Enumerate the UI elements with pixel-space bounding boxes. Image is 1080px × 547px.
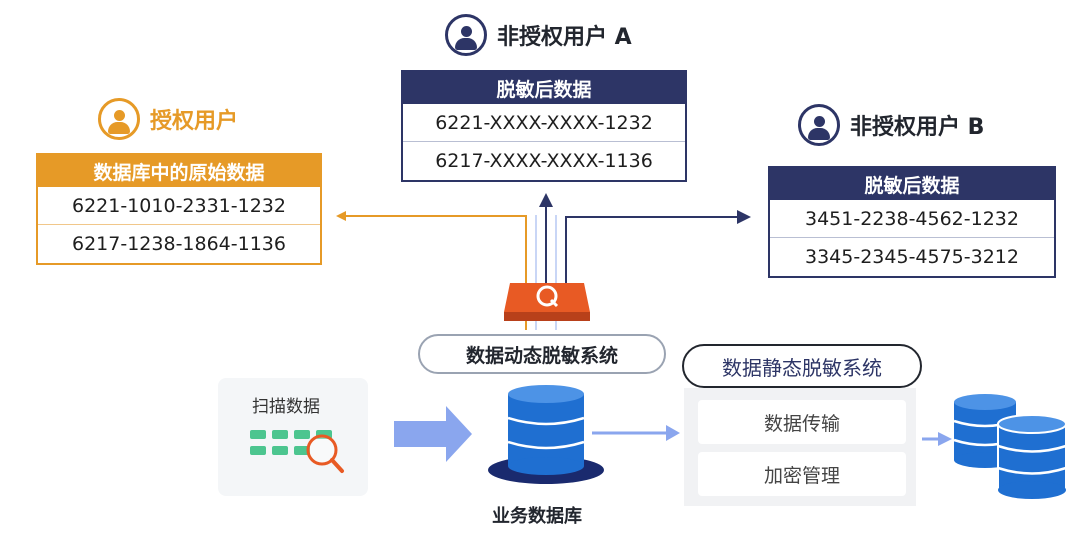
table-row: 6217-1238-1864-1136 [72, 233, 286, 255]
user-b: 非授权用户 B [798, 104, 984, 146]
dynamic-masking-system: 数据动态脱敏系统 [418, 334, 666, 374]
masked-data-table-b: 脱敏后数据 3451-2238-4562-1232 3345-2345-4575… [768, 166, 1056, 278]
table-row: 3345-2345-4575-3212 [805, 246, 1019, 268]
static-masking-system: 数据静态脱敏系统 [682, 344, 922, 388]
masking-gateway-icon [504, 283, 590, 321]
table-row: 6221-XXXX-XXXX-1232 [403, 104, 685, 142]
static-item-encryption: 加密管理 [698, 452, 906, 496]
arrow-scan-to-db [394, 406, 472, 462]
user-icon [98, 98, 140, 140]
static-item-transfer: 数据传输 [698, 400, 906, 444]
user-icon [798, 104, 840, 146]
user-icon [445, 14, 487, 56]
database-stack-icon [953, 394, 1067, 499]
arrow-to-user-b [565, 210, 751, 290]
original-data-table: 数据库中的原始数据 6221-1010-2331-1232 6217-1238-… [36, 153, 322, 265]
table-header: 脱敏后数据 [770, 168, 1054, 200]
user-a-label: 非授权用户 A [497, 25, 632, 50]
table-header: 数据库中的原始数据 [38, 155, 320, 187]
masked-data-table-a: 脱敏后数据 6221-XXXX-XXXX-1232 6217-XXXX-XXXX… [401, 70, 687, 182]
static-masking-panel: 数据传输 加密管理 [684, 388, 916, 506]
table-row: 3451-2238-4562-1232 [770, 200, 1054, 238]
arrow-to-authorized [336, 211, 527, 330]
authorized-user: 授权用户 [98, 98, 238, 140]
table-row: 6217-XXXX-XXXX-1136 [435, 150, 653, 172]
scan-data-icon [250, 430, 344, 473]
table-header: 脱敏后数据 [403, 72, 685, 104]
user-a: 非授权用户 A [445, 14, 632, 56]
user-b-label: 非授权用户 B [850, 115, 985, 140]
business-database-label: 业务数据库 [492, 506, 582, 527]
scan-data-label: 扫描数据 [252, 397, 320, 417]
database-icon [488, 385, 604, 484]
table-row: 6221-1010-2331-1232 [38, 187, 320, 225]
authorized-user-label: 授权用户 [150, 109, 239, 134]
scan-data-card: 扫描数据 [218, 378, 368, 496]
